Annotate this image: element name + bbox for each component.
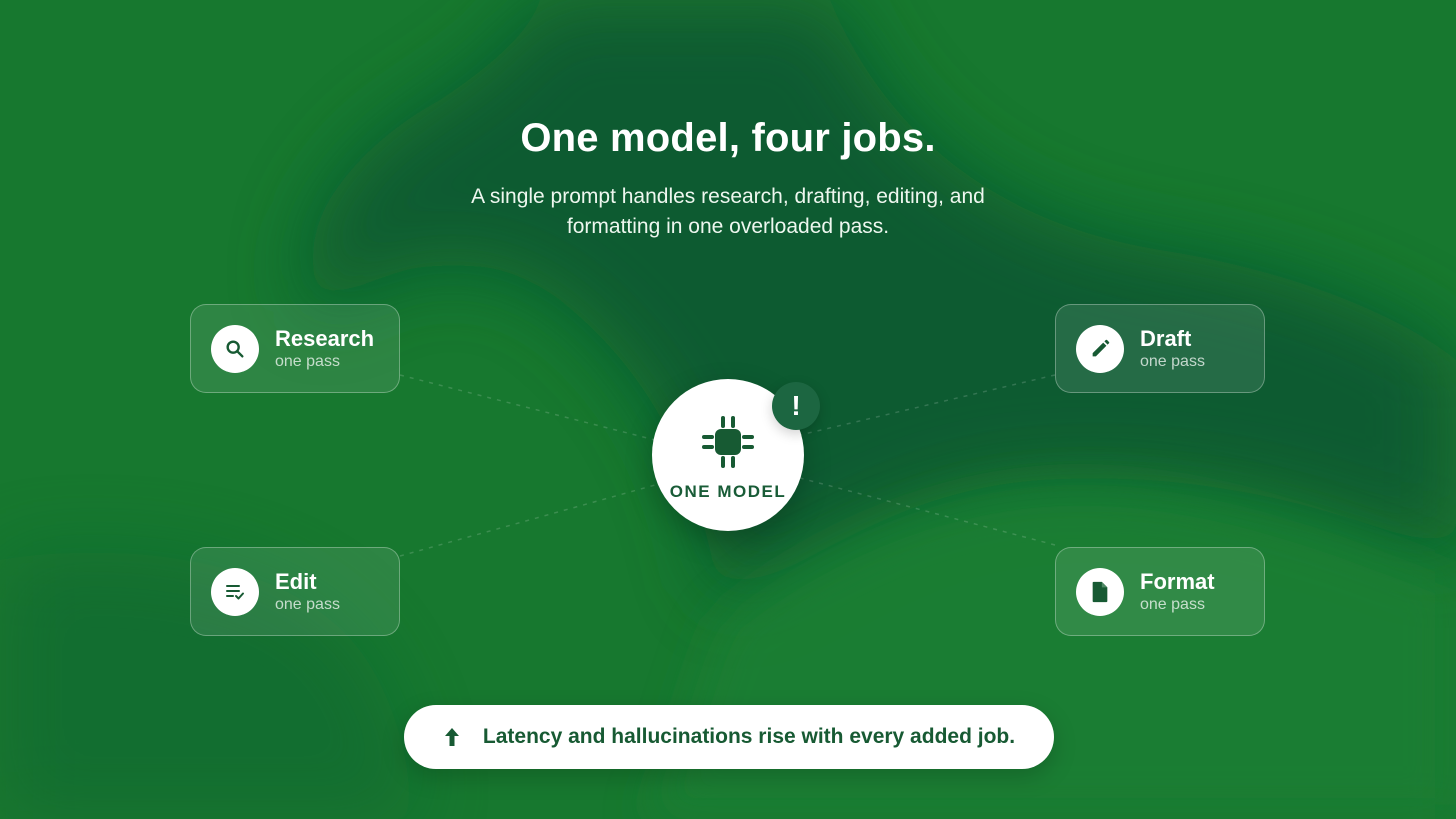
page-title: One model, four jobs.	[520, 116, 936, 160]
job-card-format: Format one pass	[1055, 547, 1265, 636]
job-label: Research	[275, 325, 375, 351]
job-label: Format	[1140, 568, 1215, 594]
center-model-label: ONE MODEL	[669, 481, 787, 501]
arrow-up-icon	[443, 727, 461, 747]
job-sub: one pass	[275, 352, 340, 370]
job-card-draft: Draft one pass	[1055, 304, 1265, 393]
connector-format	[799, 477, 1056, 546]
document-icon	[1076, 567, 1124, 616]
chip-icon	[701, 415, 755, 474]
pencil-icon	[1076, 324, 1124, 373]
job-sub: one pass	[1140, 595, 1205, 613]
search-icon	[211, 324, 259, 373]
page-subtitle: A single prompt handles research, drafti…	[471, 185, 985, 238]
job-sub: one pass	[1140, 352, 1205, 370]
job-label: Draft	[1140, 325, 1192, 351]
list-check-icon	[211, 567, 259, 616]
job-sub: one pass	[275, 595, 340, 613]
connector-draft	[799, 374, 1056, 436]
connector-edit	[399, 484, 656, 557]
job-card-edit: Edit one pass	[190, 547, 400, 636]
callout-pill: Latency and hallucinations rise with eve…	[404, 705, 1054, 769]
connector-research	[399, 374, 656, 441]
exclamation-icon: !	[772, 382, 820, 430]
callout-text: Latency and hallucinations rise with eve…	[482, 725, 1016, 748]
job-card-research: Research one pass	[190, 304, 400, 393]
job-label: Edit	[275, 568, 317, 594]
